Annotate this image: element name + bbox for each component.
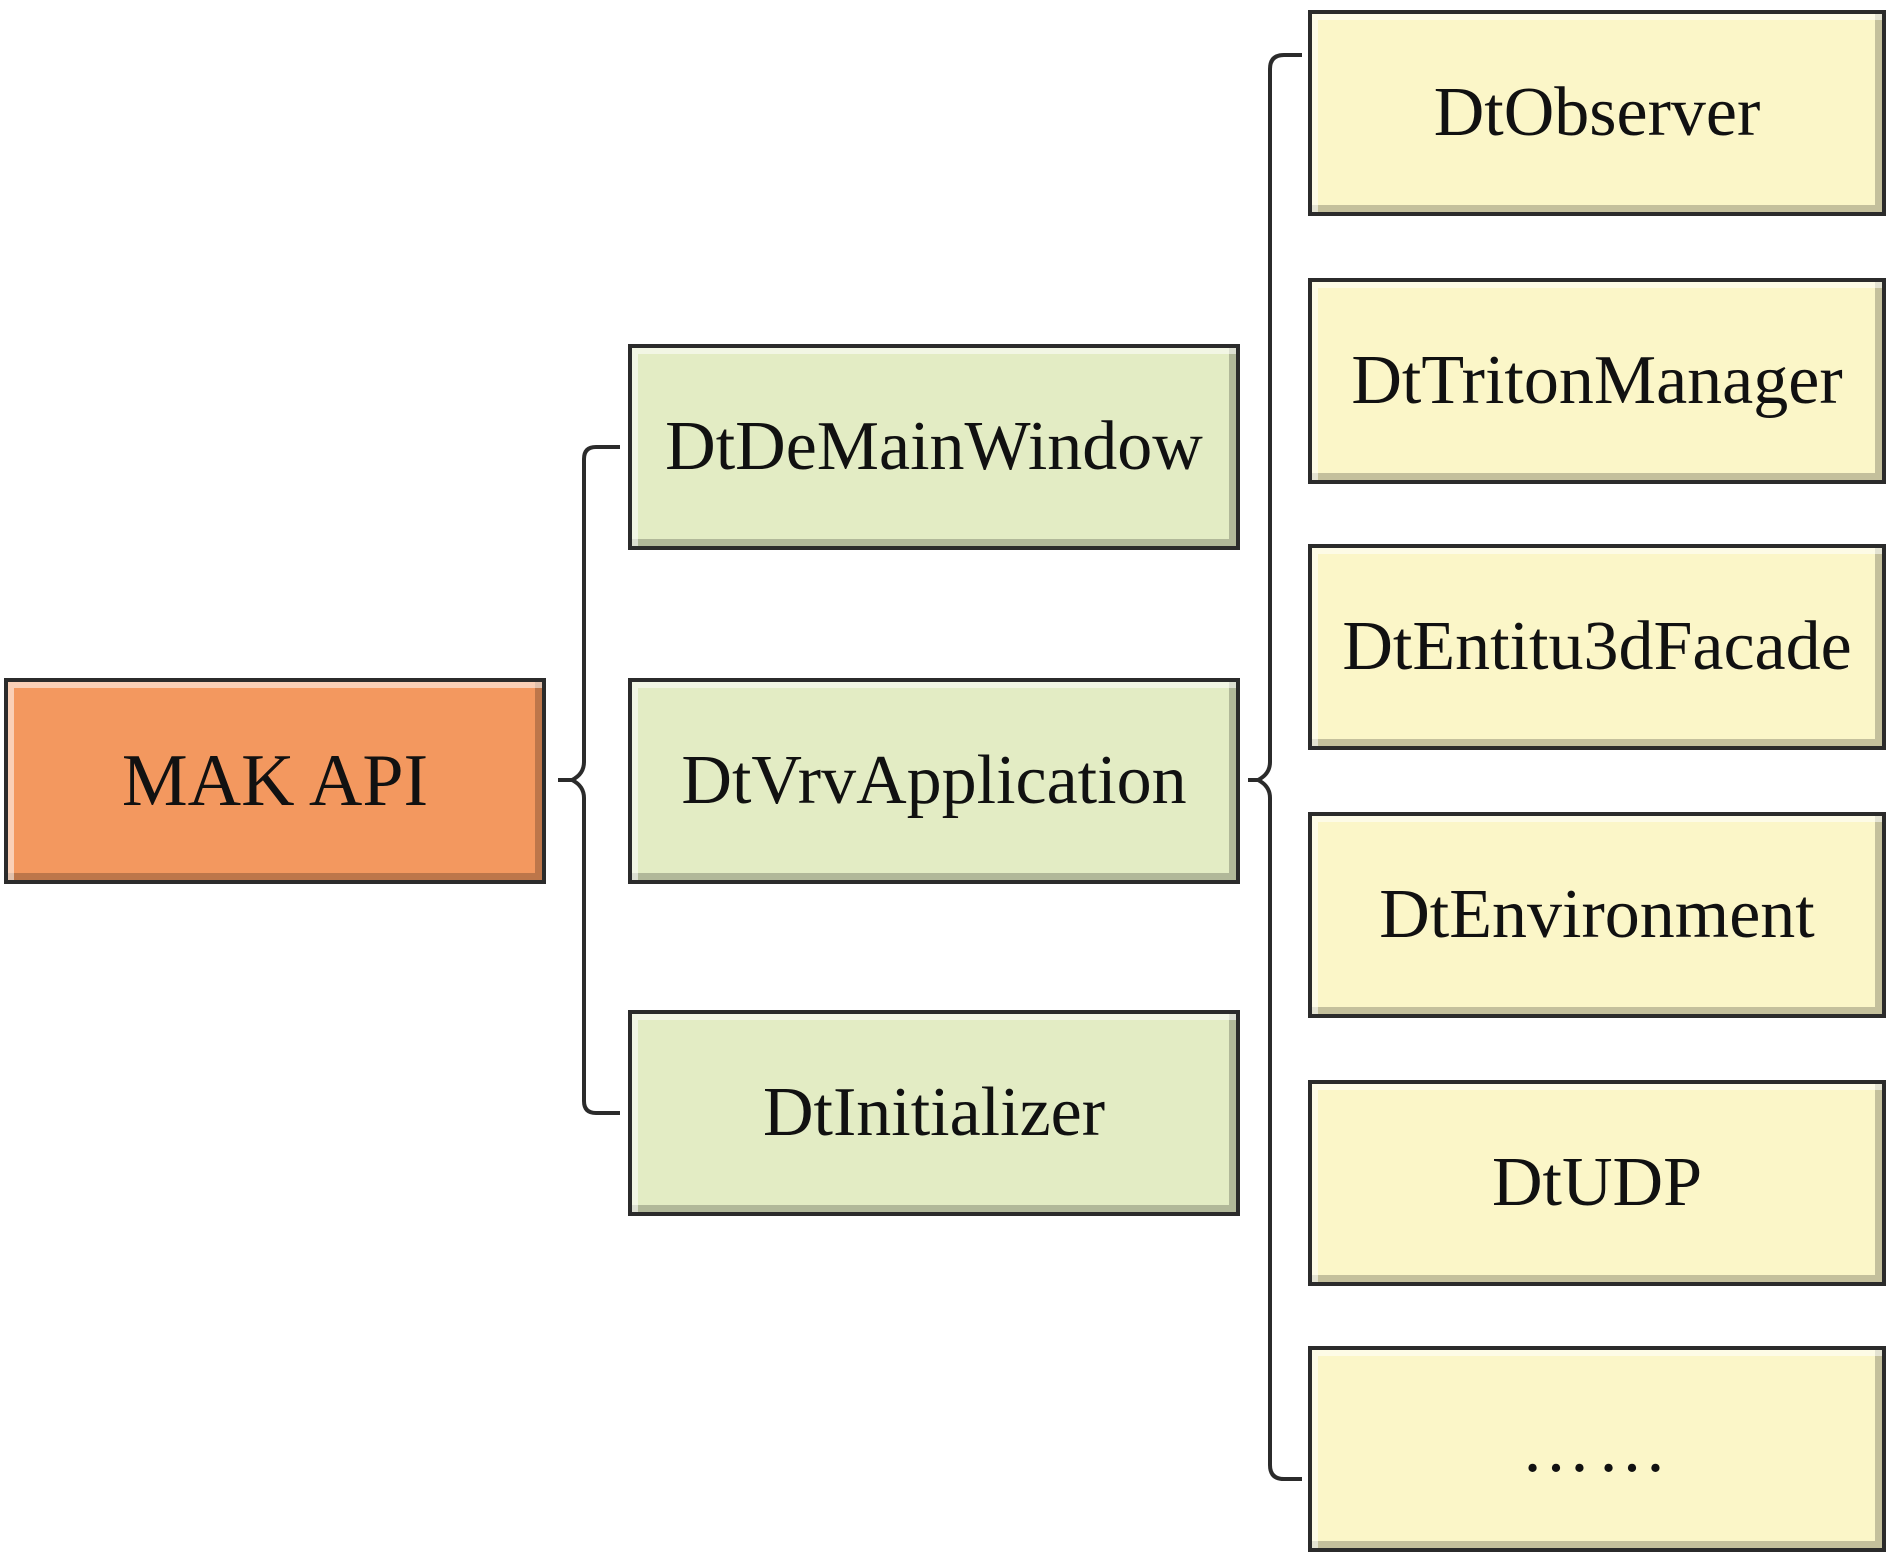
dtdemainwindow-label: DtDeMainWindow [665,408,1203,485]
dtudp-label: DtUDP [1491,1144,1703,1221]
mak-api-node: MAK API [4,678,546,884]
dtentitu3dfacade-label: DtEntitu3dFacade [1342,608,1852,685]
mak-api-label: MAK API [121,740,429,822]
dtinitializer-node: DtInitializer [628,1010,1240,1216]
dtvrvapplication-label: DtVrvApplication [681,742,1187,819]
root-bracket [558,445,620,1115]
dtudp-node: DtUDP [1308,1080,1886,1286]
dtdemainwindow-node: DtDeMainWindow [628,344,1240,550]
dtenvironment-label: DtEnvironment [1379,876,1815,953]
dtinitializer-label: DtInitializer [762,1074,1106,1151]
dtvrvapplication-node: DtVrvApplication [628,678,1240,884]
application-bracket [1248,53,1302,1481]
dttritonmanager-node: DtTritonManager [1308,278,1886,484]
ellipsis-node: …… [1308,1346,1886,1552]
dtobserver-node: DtObserver [1308,10,1886,216]
dtenvironment-node: DtEnvironment [1308,812,1886,1018]
ellipsis-label: …… [1521,1410,1673,1487]
dttritonmanager-label: DtTritonManager [1351,342,1843,419]
dtentitu3dfacade-node: DtEntitu3dFacade [1308,544,1886,750]
dtobserver-label: DtObserver [1433,74,1761,151]
